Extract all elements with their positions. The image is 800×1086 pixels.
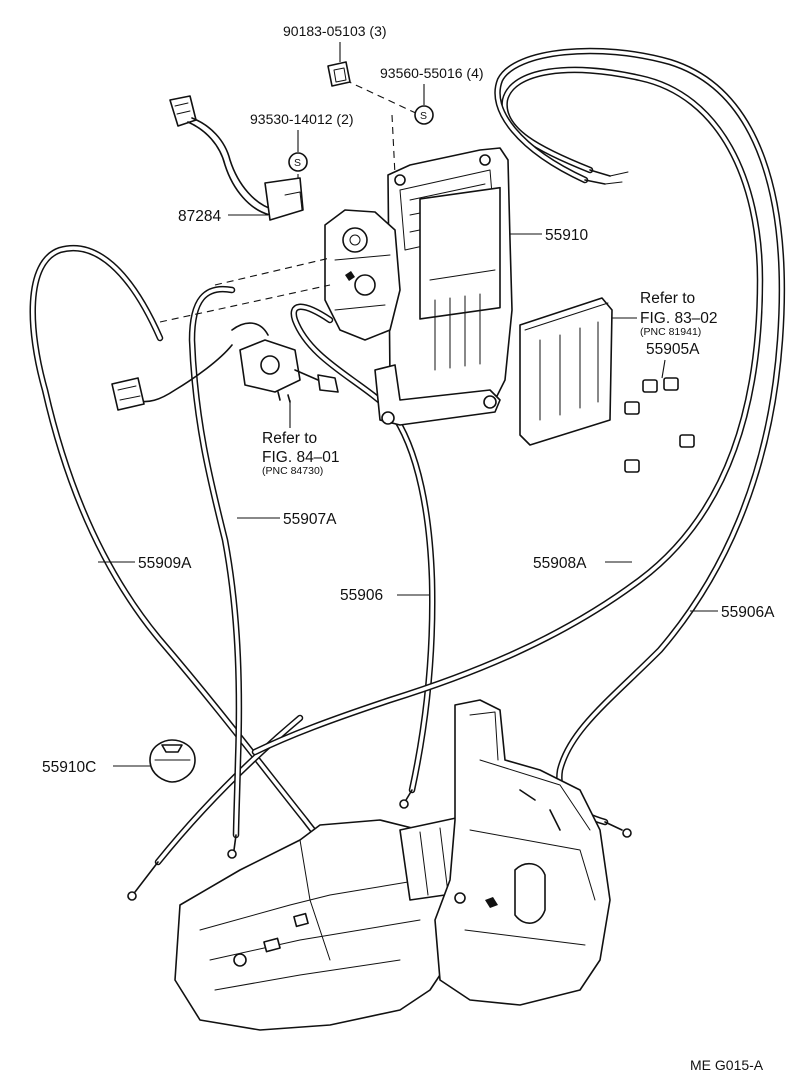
label-90183-05103: 90183-05103 (3) [283,23,387,39]
label-55907a: 55907A [283,511,337,528]
screw-symbol-93530: S [288,152,308,172]
sensor-87284 [169,95,304,221]
screw-label: S [294,157,301,169]
cable-55909a [29,244,376,904]
refer-text: Refer to [262,430,317,447]
alignment-lines [159,79,421,323]
control-module-55910 [374,147,513,426]
screw-label: S [420,110,427,122]
label-93560-55016: 93560-55016 (4) [380,65,484,81]
servo-motor [111,322,339,411]
clip-90183 [327,61,351,87]
refer-text: Refer to [640,290,695,307]
refer-fig: FIG. 84–01 [262,449,340,466]
screw-symbol-93560: S [414,105,434,125]
refer-fig: FIG. 83–02 [640,310,718,327]
label-55910: 55910 [545,227,588,244]
refer-fig-84-01: Refer to FIG. 84–01 (PNC 84730) [262,400,340,477]
refer-fig-83-02: Refer to FIG. 83–02 (PNC 81941) [612,290,718,338]
label-93530-14012: 93530-14012 (2) [250,111,354,127]
cable-55907a [188,285,243,859]
lever-assembly [324,209,401,341]
figure-code: ME G015-A [690,1057,764,1073]
label-87284: 87284 [178,208,221,225]
caps-55905a [624,377,695,473]
cable-55906a [494,47,786,838]
label-55908a: 55908A [533,555,587,572]
label-55910c: 55910C [42,759,96,776]
heater-panel [519,297,613,446]
cable-55908a [251,66,764,756]
refer-pnc: (PNC 81941) [640,326,701,338]
label-55905a: 55905A [646,341,700,358]
refer-pnc: (PNC 84730) [262,465,323,477]
grommet-55910c [149,739,196,783]
label-55906: 55906 [340,587,383,604]
label-55906a: 55906A [721,604,775,621]
cable-55906 [290,303,436,809]
cable-55909a-end [127,714,304,901]
heater-unit [174,699,611,1031]
cable-ends-top-right [584,169,629,185]
label-55909a: 55909A [138,555,192,572]
